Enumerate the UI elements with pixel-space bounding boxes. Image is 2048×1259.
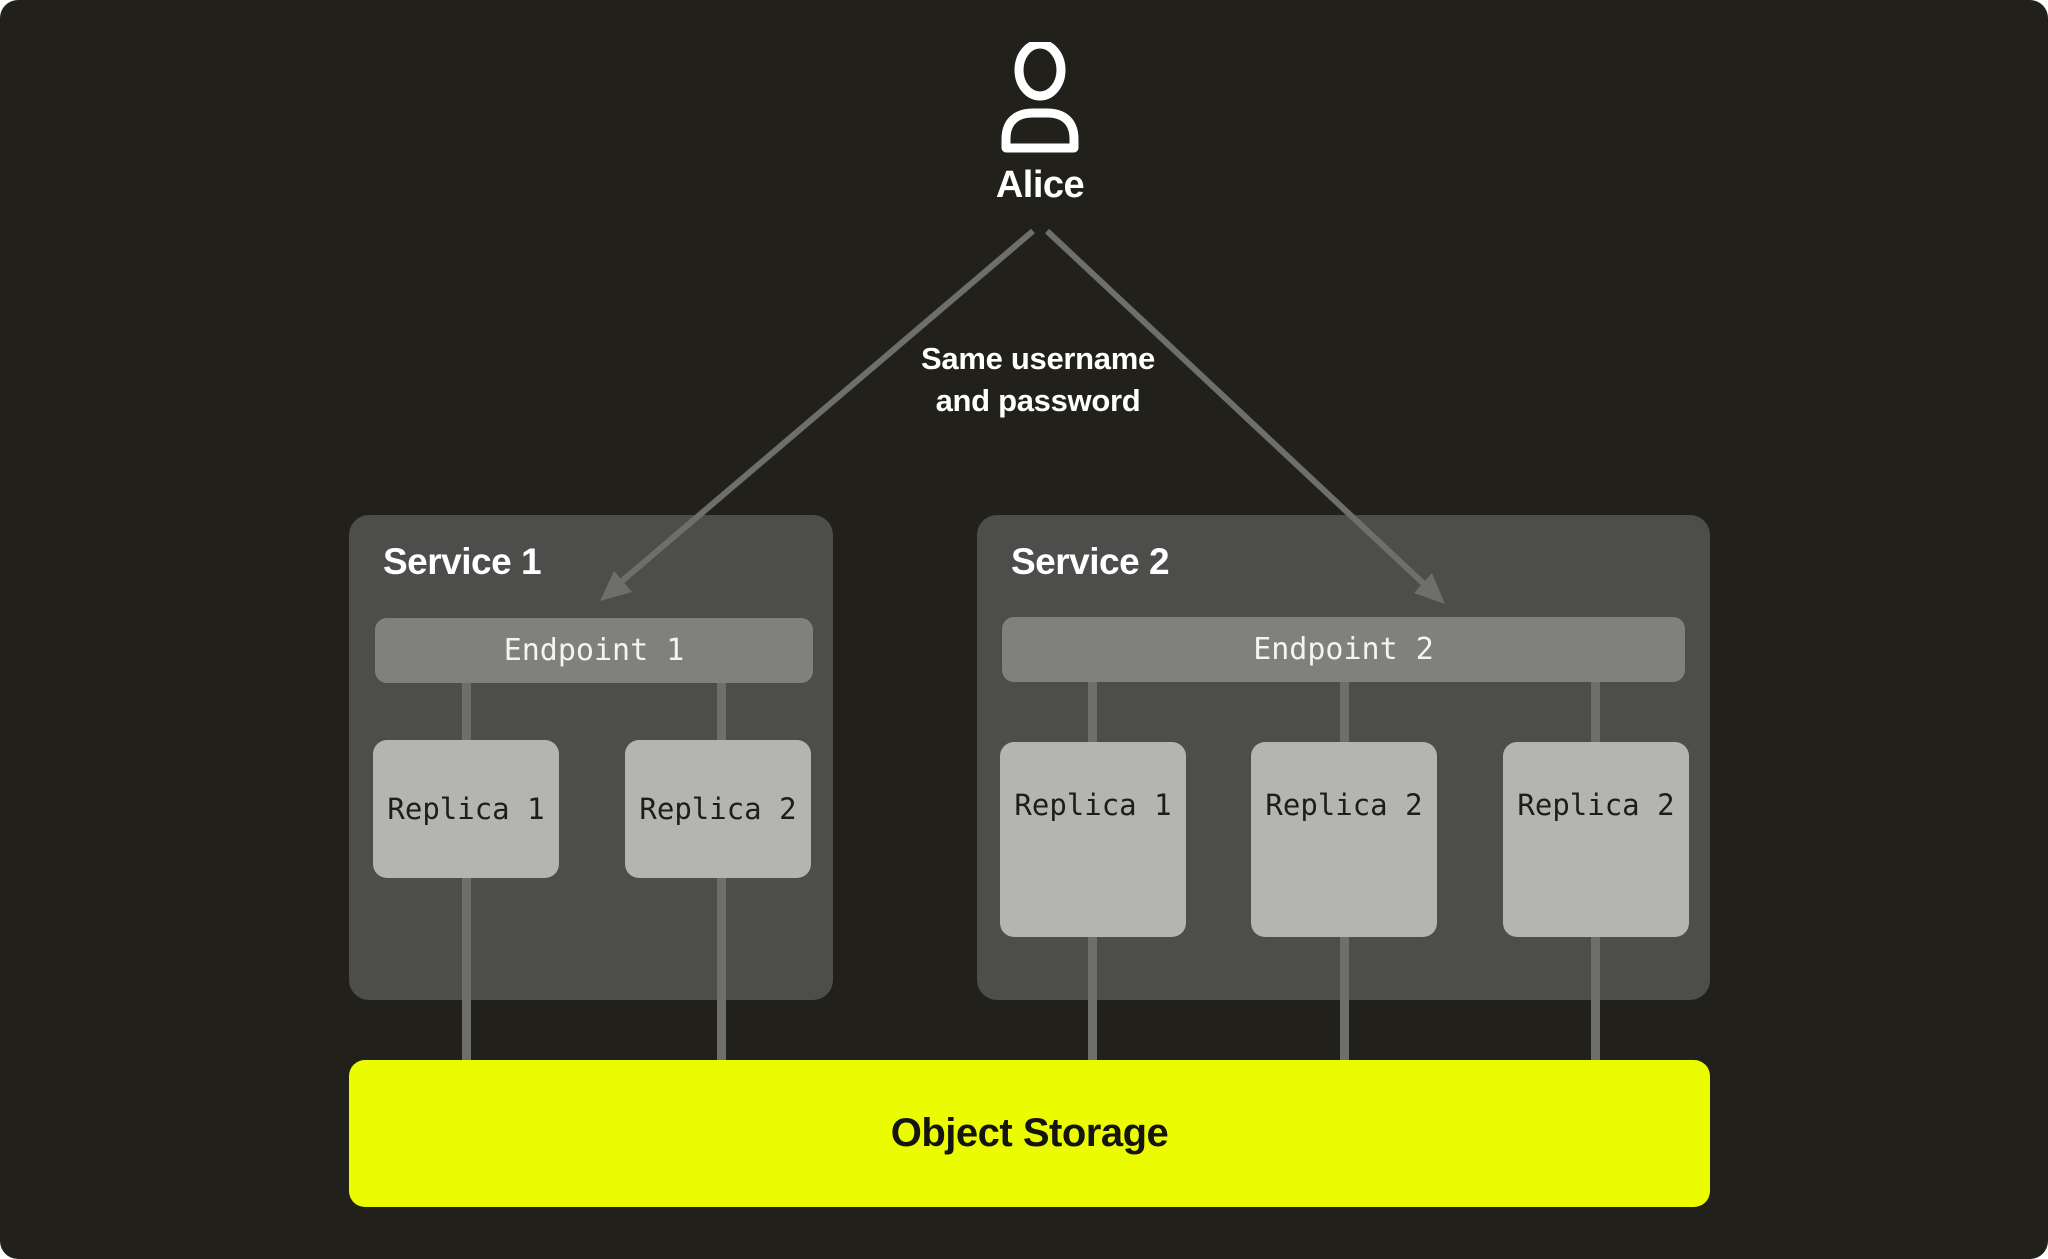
object-storage-box: Object Storage [349, 1060, 1710, 1207]
credentials-annotation: Same username and password [838, 338, 1238, 422]
endpoint-2: Endpoint 2 [1002, 617, 1685, 682]
annotation-line-1: Same username [921, 341, 1155, 376]
service-2-title: Service 2 [1011, 541, 1170, 582]
person-icon [1001, 42, 1079, 153]
service-2-replica-2: Replica 2 [1251, 742, 1437, 937]
service-2-replica-1: Replica 1 [1000, 742, 1186, 937]
object-storage-label: Object Storage [890, 1111, 1169, 1155]
service-2-replica-3: Replica 2 [1503, 742, 1689, 937]
service-1-title: Service 1 [383, 541, 542, 582]
user-alice: Alice [940, 42, 1140, 207]
annotation-line-2: and password [935, 383, 1141, 418]
endpoint-1: Endpoint 1 [375, 618, 813, 683]
user-name-label: Alice [995, 164, 1085, 206]
service-1-replica-2: Replica 2 [625, 740, 811, 878]
service-1-replica-1: Replica 1 [373, 740, 559, 878]
